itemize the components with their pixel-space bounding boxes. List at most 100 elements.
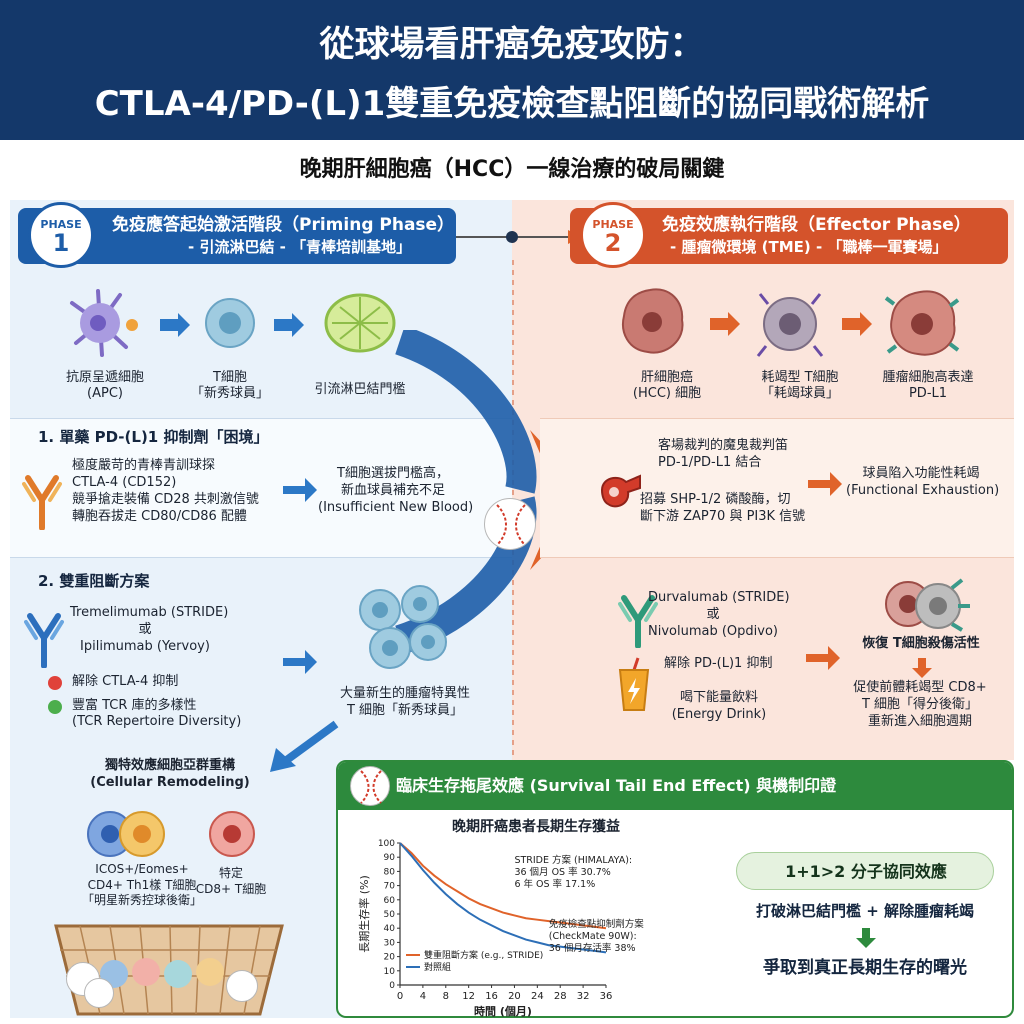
chart-annotation: STRIDE 方案 (HIMALAYA):: [514, 854, 632, 866]
chart-annotation: 免疫檢查點抑制劑方案: [549, 918, 645, 930]
series-line-2: [399, 842, 607, 954]
baseball-icon: [484, 498, 536, 550]
phase1-banner: PHASE 1 免疫應答起始激活階段（Priming Phase） - 引流淋巴…: [18, 202, 456, 268]
x-tick-label: 8: [443, 991, 449, 1002]
green-dot-icon: [48, 700, 62, 714]
section2-drugs: Tremelimumab (STRIDE) 或 Ipilimumab (Yerv…: [70, 605, 229, 654]
series-line-1: [399, 842, 607, 930]
section2-bullet1: 解除 CTLA-4 抑制: [72, 674, 179, 689]
pdl1-tumor-cell-icon: [884, 290, 960, 356]
phase2-subtitle: - 腫瘤微環境 (TME) - 「職棒一軍賽場」: [670, 238, 948, 256]
y-tick-label: 50: [384, 910, 396, 920]
synergy-pill: 1+1>2 分子協同效應: [736, 852, 994, 890]
down-left-arrow-icon: [270, 720, 339, 772]
t-cell-icon: [205, 298, 255, 348]
x-axis-label: 時間 (個月): [474, 1004, 532, 1018]
phase1-badge: PHASE 1: [28, 202, 94, 268]
phase2-flow-icons: [622, 288, 960, 357]
section1-body: 極度嚴苛的青棒青訓球探 CTLA-4 (CD152) 競爭搶走裝備 CD28 共…: [72, 458, 259, 524]
rescue-result2: 促使前體耗竭型 CD8+ T 細胞「得分後衛」 重新進入細胞週期: [853, 680, 987, 729]
section2-heading: 2. 雙重阻斷方案: [38, 572, 150, 590]
arrow-icon: [283, 478, 317, 502]
hcc-cell-label: 肝細胞癌 (HCC) 細胞: [632, 370, 702, 402]
y-tick-label: 20: [384, 953, 396, 963]
x-tick-label: 20: [508, 991, 521, 1002]
phase1-subtitle: - 引流淋巴結 - 「青棒培訓基地」: [188, 238, 412, 256]
chart-title: 晚期肝癌患者長期生存獲益: [452, 818, 620, 835]
arrow-icon: [283, 650, 317, 674]
apc-label: 抗原呈遞細胞 (APC): [65, 370, 144, 402]
x-tick-label: 12: [462, 991, 475, 1002]
x-tick-label: 24: [531, 991, 544, 1002]
t-cell-cluster-icon: [359, 585, 447, 669]
x-tick-label: 28: [554, 991, 567, 1002]
section1-heading: 1. 單藥 PD-(L)1 抑制劑「困境」: [38, 428, 269, 446]
arrow-icon: [274, 313, 304, 337]
legend-label: 對照組: [424, 961, 451, 973]
rescue-result1: 恢復 T細胞殺傷活性: [862, 636, 980, 651]
lymph-node-label: 引流淋巴結門檻: [314, 382, 406, 397]
arrow-icon: [806, 646, 840, 670]
chart-annotation: 36 個月存活率 38%: [549, 942, 636, 954]
referee-line1: 客場裁判的魔鬼裁判笛 PD-1/PD-L1 結合: [658, 438, 789, 470]
arrow-icon: [842, 312, 872, 336]
synergy-line2: 爭取到真正長期生存的曙光: [763, 958, 967, 978]
remodel-cells-icon: [87, 811, 255, 857]
remodel-cell2-label: 特定 CD8+ T細胞: [195, 866, 267, 896]
clinical-title: 臨床生存拖尾效應 (Survival Tail End Effect) 與機制印…: [396, 776, 837, 795]
phase1-flow-icons: [70, 289, 396, 357]
arrow-icon: [160, 313, 190, 337]
synergy-line1: 打破淋巴結門檻 + 解除腫瘤耗竭: [755, 902, 974, 920]
x-tick-label: 16: [485, 991, 498, 1002]
referee-result: 球員陷入功能性耗竭 (Functional Exhaustion): [846, 466, 1000, 498]
apc-cell-icon: [70, 289, 138, 357]
subtitle-bar: 晚期肝細胞癌（HCC）一線治療的破局關鍵: [0, 140, 1024, 200]
phase2-title: 免疫效應執行階段（Effector Phase）: [662, 215, 971, 235]
red-dot-icon: [48, 676, 62, 690]
section2-bullet2: 豐富 TCR 庫的多樣性 (TCR Repertoire Diversity): [72, 698, 242, 730]
remodel-title: 獨特效應細胞亞群重構 (Cellular Remodeling): [90, 758, 250, 790]
chart-annotation: 6 年 OS 率 17.1%: [514, 878, 595, 890]
rescue-drink: 喝下能量飲料 (Energy Drink): [671, 690, 767, 722]
y-tick-label: 10: [384, 967, 396, 977]
baseball-icon: [84, 978, 114, 1008]
phase2-badge: PHASE 2: [580, 202, 646, 268]
phase2-banner: PHASE 2 免疫效應執行階段（Effector Phase） - 腫瘤微環境…: [570, 202, 1008, 268]
remodel-cell1-label: ICOS+/Eomes+ CD4+ Th1樣 T細胞 「明星新秀控球後衛」: [81, 862, 202, 908]
baseball-icon: [350, 766, 390, 806]
header-banner: 從球場看肝癌免疫攻防： CTLA-4/PD-(L)1雙重免疫檢查點阻斷的協同戰術…: [0, 0, 1024, 140]
rescue-action: 解除 PD-(L)1 抑制: [664, 656, 773, 671]
dual-antibody-icon: [24, 613, 64, 668]
arrow-icon: [808, 472, 842, 496]
y-tick-label: 60: [384, 896, 396, 906]
y-tick-label: 30: [384, 938, 396, 948]
section1-band: [10, 418, 512, 558]
baseball-icon: [226, 970, 258, 1002]
restored-t-cells-icon: [885, 578, 970, 632]
page-title-line1: 從球場看肝癌免疫攻防：: [319, 25, 705, 65]
arrow-icon: [710, 312, 740, 336]
page-subtitle: 晚期肝細胞癌（HCC）一線治療的破局關鍵: [299, 157, 725, 182]
whistle-icon: [600, 474, 641, 508]
t-cell-label: T細胞 「新秀球員」: [190, 370, 269, 402]
legend-label: 雙重阻斷方案 (e.g., STRIDE): [424, 949, 543, 961]
exhausted-t-cell-label: 耗竭型 T細胞 「耗竭球員」: [760, 370, 839, 402]
synergy-title: 1+1>2 分子協同效應: [785, 862, 947, 881]
lymph-node-icon: [324, 293, 396, 353]
clinical-header: 臨床生存拖尾效應 (Survival Tail End Effect) 與機制印…: [338, 762, 1012, 810]
rescue-drugs: Durvalumab (STRIDE) 或 Nivolumab (Opdivo): [648, 590, 790, 639]
page-title-line2: CTLA-4/PD-(L)1雙重免疫檢查點阻斷的協同戰術解析: [94, 84, 930, 124]
y-tick-label: 80: [384, 867, 396, 877]
y-tick-label: 0: [389, 981, 395, 991]
exhausted-t-cell-icon: [756, 293, 824, 357]
x-tick-label: 0: [397, 991, 403, 1002]
x-tick-label: 4: [420, 991, 426, 1002]
hcc-cell-icon: [622, 288, 684, 354]
referee-line2: 招募 SHP-1/2 磷酸酶，切 斷下游 ZAP70 與 PI3K 信號: [640, 492, 806, 524]
section1-result: T細胞選拔門檻高， 新血球員補充不足 (Insufficient New Blo…: [318, 466, 474, 515]
y-tick-label: 100: [378, 839, 395, 849]
y-axis-label: 長期生存率 (%): [357, 875, 371, 953]
down-arrow-icon: [912, 658, 932, 678]
ctla4-antibody-icon: [22, 475, 62, 530]
